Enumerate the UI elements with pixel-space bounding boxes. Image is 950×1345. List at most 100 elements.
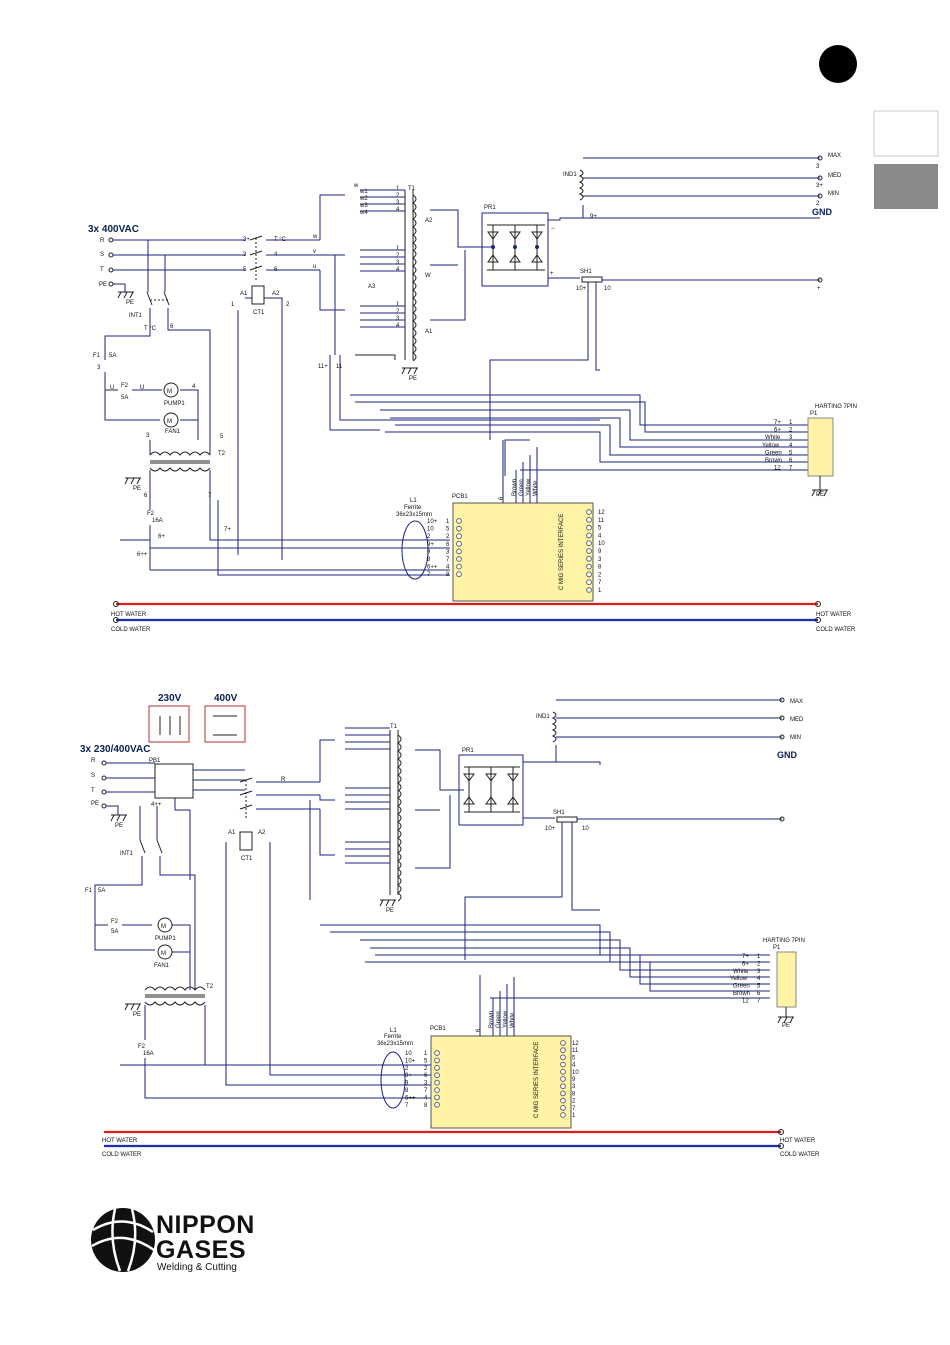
svg-text:COLD WATER: COLD WATER xyxy=(111,627,151,633)
pcb-left-wire-label: 9+ xyxy=(427,542,434,548)
pcb1-label: PCB1 xyxy=(452,494,468,500)
phase-t: T xyxy=(100,267,104,273)
svg-text:6: 6 xyxy=(476,1028,482,1032)
svg-text:MIN: MIN xyxy=(790,735,801,741)
svg-text:16A: 16A xyxy=(143,1051,154,1057)
v230-jumper-box xyxy=(148,705,190,743)
svg-text:PE: PE xyxy=(409,376,417,382)
int1-label: INT1 xyxy=(129,313,143,319)
svg-text:Green: Green xyxy=(519,479,525,496)
svg-text:6: 6 xyxy=(499,496,505,500)
pcb-left-wire-label: 8 xyxy=(427,557,431,563)
pcb-left-wire-label: 9+ xyxy=(405,1073,412,1079)
pcb-right-pin-number: 8 xyxy=(598,565,602,571)
svg-text:5A: 5A xyxy=(109,353,116,359)
svg-text:3: 3 xyxy=(396,316,400,322)
svg-text:MED: MED xyxy=(790,717,804,723)
svg-text:SH1: SH1 xyxy=(553,810,565,816)
svg-text:PE: PE xyxy=(115,823,123,829)
top-phase-inputs: R S T PE PE xyxy=(99,237,245,306)
svg-text:L1: L1 xyxy=(390,1028,397,1034)
harting-wire-label: 6+ xyxy=(774,428,781,434)
pcb-left-wire-label: 8 xyxy=(405,1088,409,1094)
pcb-right-pin-number: 3 xyxy=(598,557,602,563)
pcb-right-pin-number: 3 xyxy=(572,1084,576,1090)
svg-text:7: 7 xyxy=(208,493,212,499)
top-diagram: 3x 400VAC R S T PE PE 3+ 3 5 T °C 4 6 w … xyxy=(88,153,857,633)
svg-text:A2: A2 xyxy=(272,291,280,297)
pcb-left-wire-label: 10 xyxy=(427,527,434,533)
pcb-left-wire-label: 10 xyxy=(405,1051,412,1057)
pcb-right-pin xyxy=(586,579,592,586)
pump-motor-icon xyxy=(163,382,179,398)
svg-text:IND1: IND1 xyxy=(536,714,550,720)
svg-text:5A: 5A xyxy=(111,929,118,935)
pcb-left-pin xyxy=(456,525,462,532)
pump1-label: PUMP1 xyxy=(164,401,185,407)
harting-wire-label: White xyxy=(733,969,749,975)
svg-text:PR1: PR1 xyxy=(462,748,474,754)
harting-wire-label: Brown xyxy=(765,458,782,464)
pcb-right-pin-number: 10 xyxy=(598,541,605,547)
svg-text:MIN: MIN xyxy=(828,191,839,197)
svg-text:Green: Green xyxy=(496,1011,502,1028)
svg-text:PE: PE xyxy=(782,1023,790,1029)
svg-text:Yellow: Yellow xyxy=(526,478,532,496)
bottom-main-switch: R CT1 A1 A2 xyxy=(225,777,450,1086)
top-water-lines: HOT WATER HOT WATER COLD WATER COLD WATE… xyxy=(111,601,856,633)
top-int1-switch: INT1 T °C 6 F1 5A 3 xyxy=(93,240,211,440)
svg-text:3: 3 xyxy=(396,260,400,266)
phase-s: S xyxy=(100,252,104,258)
harting-pin-number: 2 xyxy=(757,961,761,967)
svg-text:+: + xyxy=(550,271,554,277)
pcb-left-pin-number: 8 xyxy=(424,1103,428,1109)
pcb-right-pin-number: 4 xyxy=(572,1063,576,1069)
side-tab-white[interactable] xyxy=(873,110,939,157)
pcb-left-pin xyxy=(456,533,462,540)
top-main-switch: 3+ 3 5 T °C 4 6 w v u CT1 A1 A2 1 2 xyxy=(231,234,320,560)
svg-text:3: 3 xyxy=(816,164,820,170)
pcb-left-pin-number: 3 xyxy=(446,549,450,555)
svg-text:COLD WATER: COLD WATER xyxy=(780,1152,820,1158)
bottom-harting-wiring: HARTING 7PIN P1 PE xyxy=(320,924,805,1029)
pcb-left-pin xyxy=(434,1072,440,1079)
svg-text:6++: 6++ xyxy=(137,552,148,558)
svg-text:w3: w3 xyxy=(359,203,368,209)
pcb-left-pin-number: 2 xyxy=(424,1066,428,1072)
svg-text:MAX: MAX xyxy=(828,153,841,159)
pcb-right-pin-number: 7 xyxy=(572,1106,576,1112)
harting-wire-label: 6+ xyxy=(742,961,749,967)
harting-wire-label: White xyxy=(765,435,781,441)
svg-text:PE: PE xyxy=(91,801,99,807)
svg-text:MAX: MAX xyxy=(790,699,803,705)
svg-text:R: R xyxy=(281,777,286,783)
svg-text:2: 2 xyxy=(286,302,290,308)
pcb-left-pin-number: 6 xyxy=(446,542,450,548)
bottom-pcb-top-pins: 6 Brown Green Yellow White xyxy=(476,975,516,1036)
black-dot-marker xyxy=(819,45,857,83)
pcb-left-pin xyxy=(434,1101,440,1108)
pcb-left-pin xyxy=(434,1064,440,1071)
svg-text:F2: F2 xyxy=(147,511,155,517)
svg-text:10+: 10+ xyxy=(576,286,587,292)
svg-text:5: 5 xyxy=(220,434,224,440)
pcb-left-pin-number: 1 xyxy=(424,1051,428,1057)
svg-text:4: 4 xyxy=(396,323,400,329)
svg-text:3: 3 xyxy=(243,252,247,258)
bottom-int1: INT1 F1 5A F2 5A M PUMP1 M FAN1 xyxy=(85,806,196,990)
svg-text:1: 1 xyxy=(231,302,235,308)
svg-text:3+: 3+ xyxy=(816,183,823,189)
svg-text:A1: A1 xyxy=(240,291,248,297)
pcb-right-pin-number: 4 xyxy=(598,533,602,539)
svg-text:INT1: INT1 xyxy=(120,851,134,857)
fan-motor-icon xyxy=(163,412,179,428)
svg-text:FAN1: FAN1 xyxy=(154,963,170,969)
bottom-pcb1: PCB1 C MIG SERIES INTERFACE xyxy=(430,1026,572,1129)
harting-pin-number: 4 xyxy=(789,443,793,449)
harting-pin-number: 5 xyxy=(757,984,761,990)
svg-text:T °C: T °C xyxy=(144,326,157,332)
side-tab-gray[interactable] xyxy=(874,164,938,209)
svg-text:10: 10 xyxy=(604,286,611,292)
pcb-left-pin xyxy=(456,563,462,570)
svg-text:C MIG SERIES INTERFACE: C MIG SERIES INTERFACE xyxy=(534,1042,540,1118)
